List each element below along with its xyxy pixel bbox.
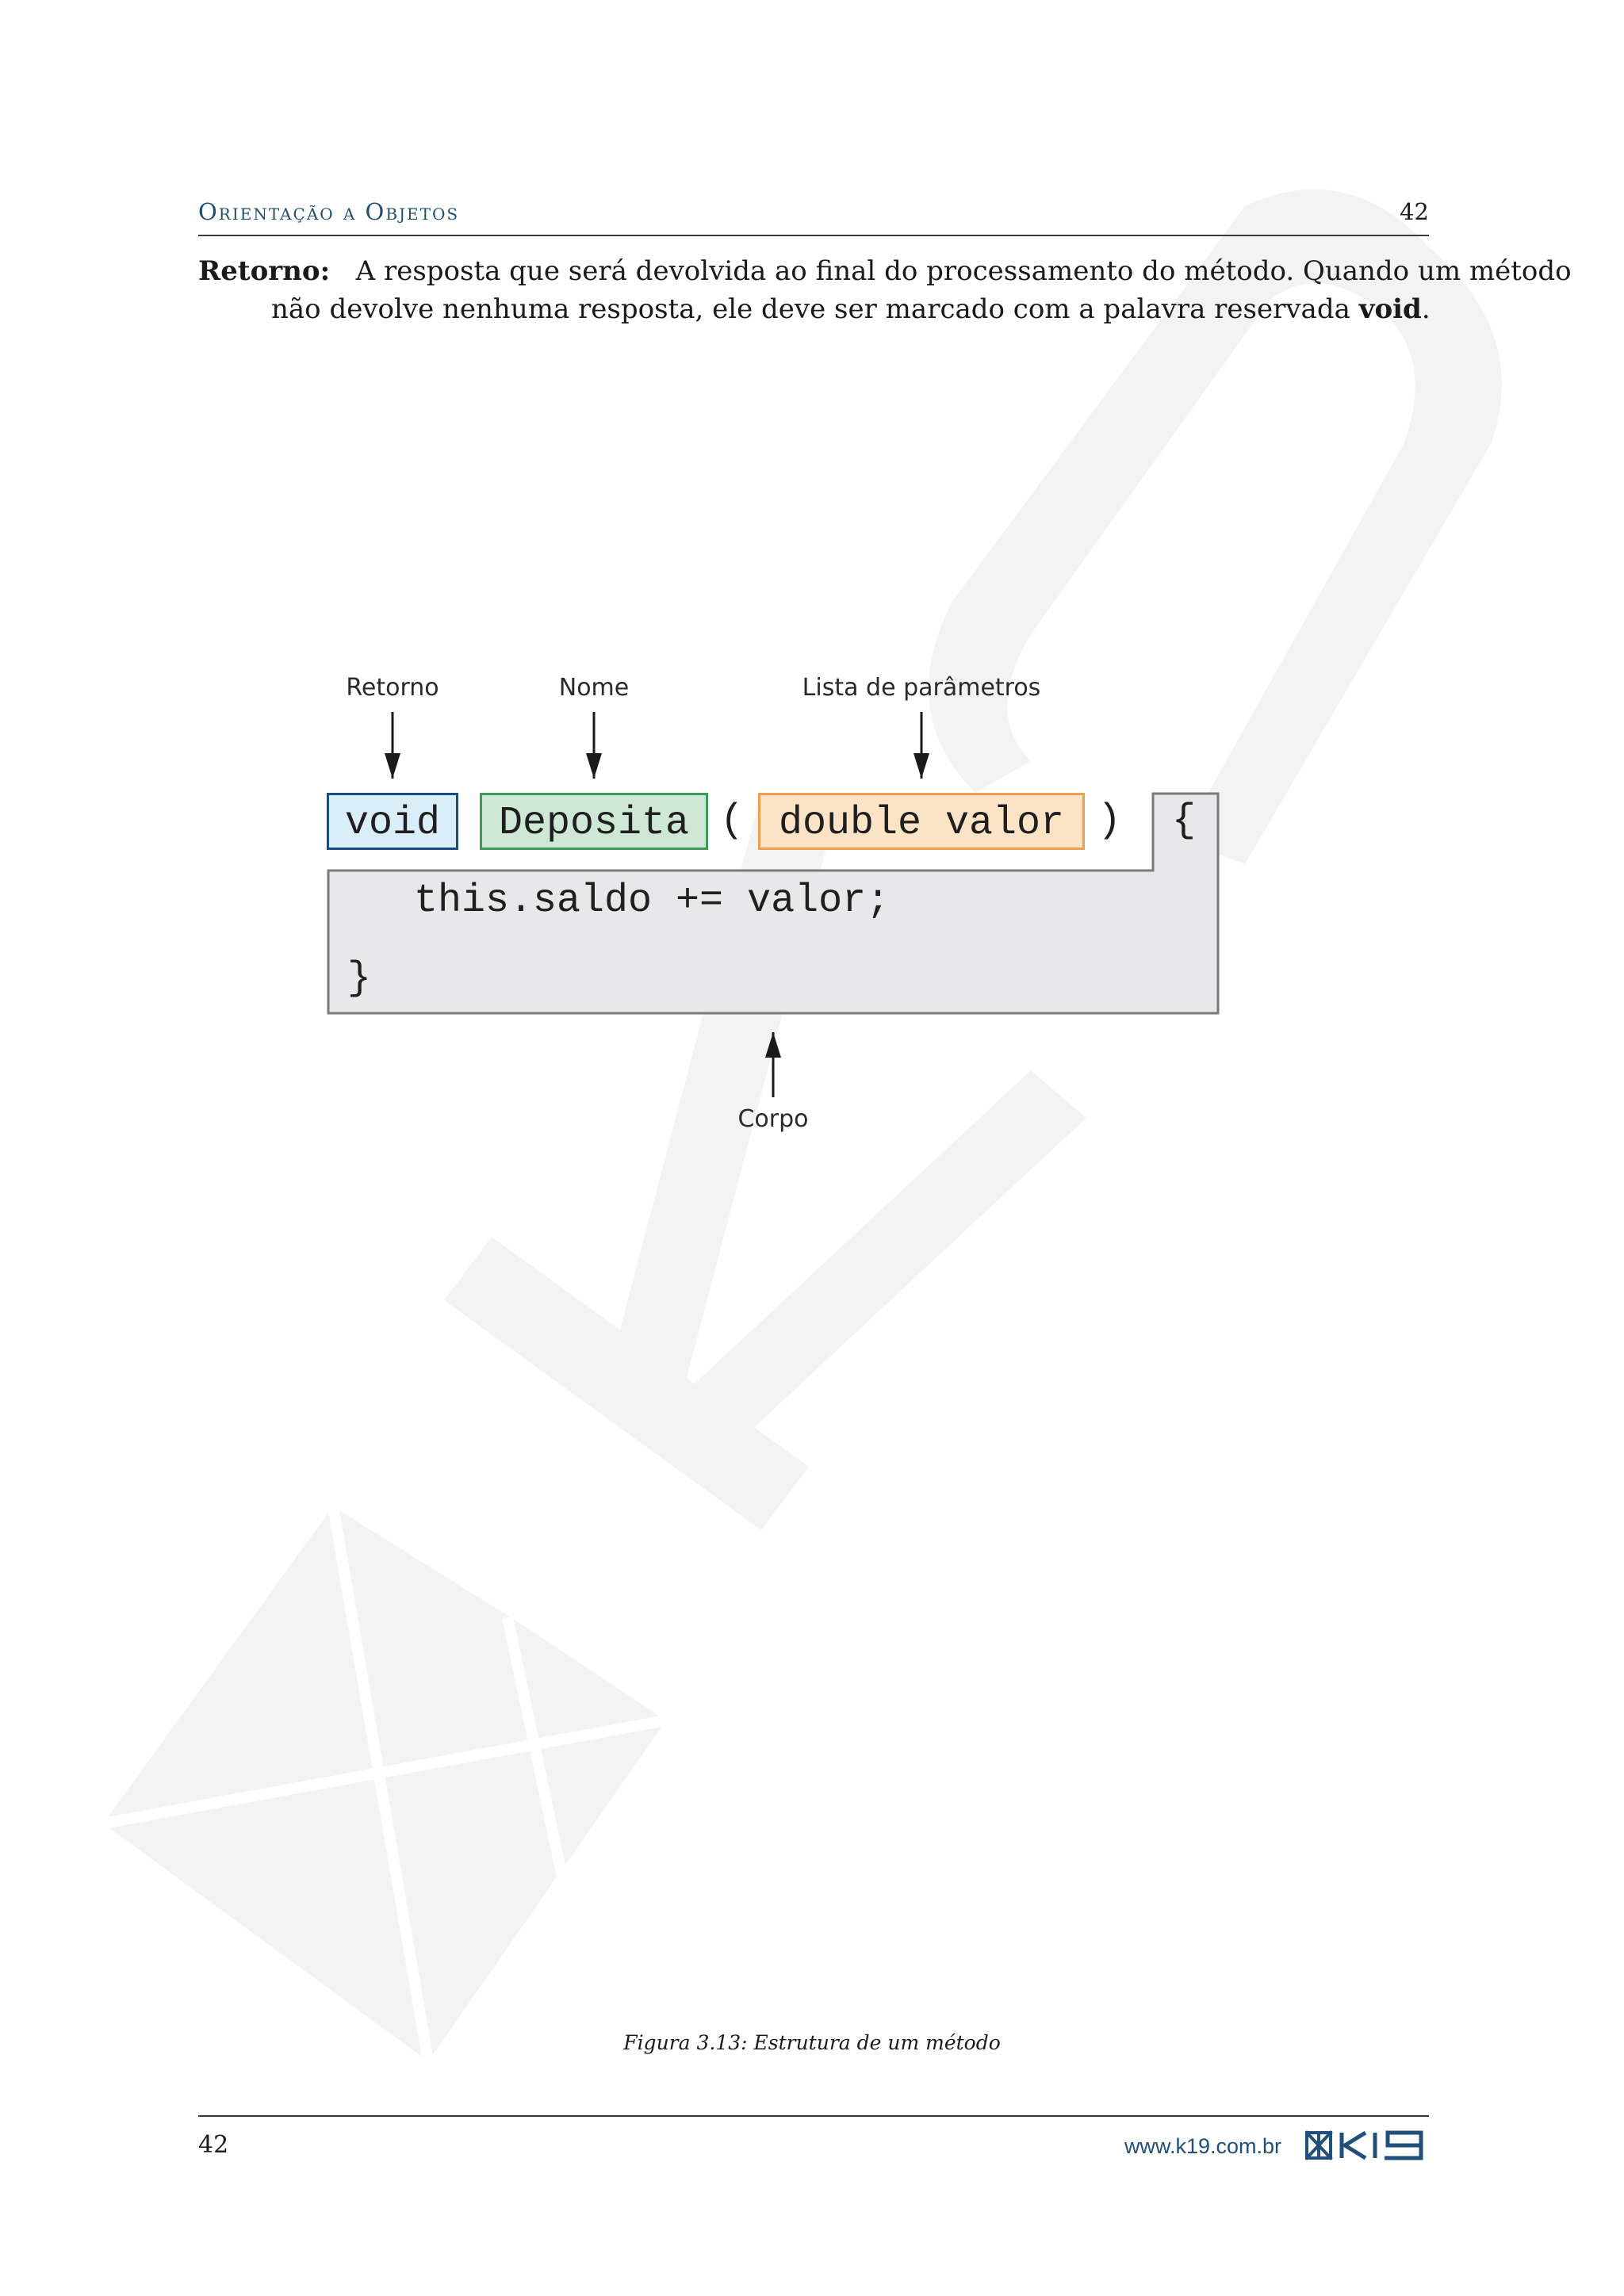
close-brace: } xyxy=(347,956,372,1001)
footer-page-number: 42 xyxy=(198,2131,229,2159)
body-statement: this.saldo += valor; xyxy=(414,878,891,924)
arrowhead-nome xyxy=(586,753,602,779)
definition-paragraph: Retorno: A resposta que será devolvida a… xyxy=(198,252,1572,328)
definition-line-1: A resposta que será devolvida ao final d… xyxy=(355,255,1572,287)
method-name-box: Deposita xyxy=(480,793,708,850)
figure-caption: Figura 3.13: Estrutura de um método xyxy=(623,2031,1001,2054)
definition-period: . xyxy=(1421,293,1431,325)
label-lista-parametros: Lista de parâmetros xyxy=(802,674,1041,702)
arrowhead-corpo xyxy=(765,1032,781,1058)
open-brace: { xyxy=(1172,798,1197,844)
k19-logo xyxy=(1305,2130,1423,2160)
keyword-void: void xyxy=(1358,293,1422,325)
footer-url[interactable]: www.k19.com.br xyxy=(1124,2134,1281,2158)
close-paren: ) xyxy=(1097,798,1122,844)
arrowhead-lista xyxy=(914,753,929,779)
label-nome: Nome xyxy=(558,674,630,702)
open-paren: ( xyxy=(720,798,745,844)
parameter-list-box: double valor xyxy=(758,793,1085,850)
definition-line-2: não devolve nenhuma resposta, ele deve s… xyxy=(271,293,1350,325)
definition-term: Retorno: xyxy=(198,255,331,287)
return-type-box: void xyxy=(327,793,458,850)
footer-rule xyxy=(198,2115,1429,2117)
arrowhead-retorno xyxy=(385,753,400,779)
method-body-box xyxy=(327,792,1220,1015)
running-header: Orientação a Objetos 42 xyxy=(198,198,1429,236)
label-retorno: Retorno xyxy=(346,674,439,702)
chapter-title: Orientação a Objetos xyxy=(198,198,460,225)
header-page-number: 42 xyxy=(1400,198,1429,225)
label-corpo: Corpo xyxy=(737,1105,809,1133)
